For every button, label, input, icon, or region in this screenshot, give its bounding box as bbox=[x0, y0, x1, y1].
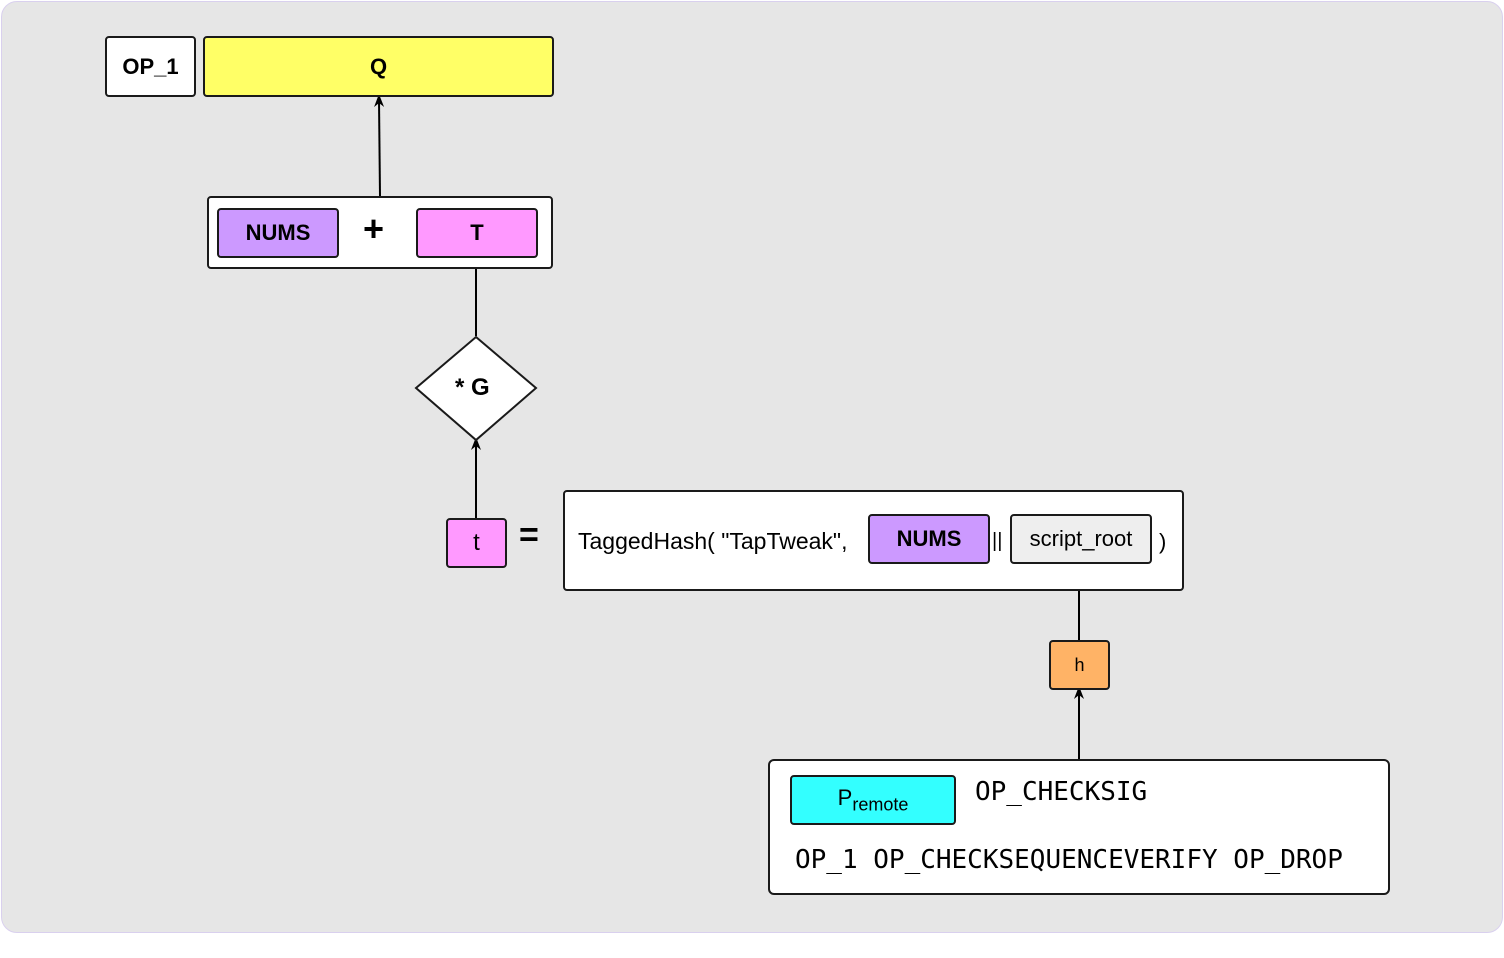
p-remote-box: Premote bbox=[790, 775, 956, 825]
concat-symbol: || bbox=[992, 530, 1003, 552]
h-label: h bbox=[1074, 654, 1085, 675]
op1-label: OP_1 bbox=[122, 53, 179, 79]
nums-box-hash: NUMS bbox=[868, 514, 990, 564]
p-base: P bbox=[837, 784, 853, 810]
t-lower-box: t bbox=[446, 518, 507, 568]
op1-box: OP_1 bbox=[105, 36, 196, 97]
nums-label-hash: NUMS bbox=[896, 526, 962, 551]
tagged-hash-container: TaggedHash( "TapTweak", NUMS || script_r… bbox=[563, 490, 1184, 591]
arrow-sum-to-q bbox=[374, 94, 385, 197]
script-line-checksig: OP_CHECKSIG bbox=[975, 777, 1148, 807]
t-lower-label: t bbox=[473, 529, 480, 556]
q-box: Q bbox=[203, 36, 554, 97]
script-root-label: script_root bbox=[1029, 526, 1133, 551]
sum-container: NUMS + T bbox=[207, 196, 553, 269]
script-line-csv: OP_1 OP_CHECKSEQUENCEVERIFY OP_DROP bbox=[795, 845, 1343, 875]
p-subscript: remote bbox=[852, 794, 909, 815]
script-root-box: script_root bbox=[1010, 514, 1152, 564]
tagged-hash-close: ) bbox=[1159, 529, 1167, 554]
t-upper-box: T bbox=[416, 208, 538, 258]
nums-label-sum: NUMS bbox=[245, 220, 311, 245]
p-remote-label: Premote bbox=[838, 785, 909, 815]
script-container: Premote OP_CHECKSIG OP_1 OP_CHECKSEQUENC… bbox=[768, 759, 1390, 895]
mult-diamond-shape bbox=[414, 335, 538, 442]
tagged-hash-prefix: TaggedHash( "TapTweak", bbox=[578, 528, 848, 554]
nums-box-sum: NUMS bbox=[217, 208, 339, 258]
mult-g-label: * G bbox=[455, 374, 490, 401]
q-label: Q bbox=[369, 53, 388, 79]
plus-sign: + bbox=[363, 208, 385, 249]
h-box: h bbox=[1049, 640, 1110, 690]
t-upper-label: T bbox=[470, 220, 484, 245]
equals-sign: = bbox=[519, 516, 539, 554]
